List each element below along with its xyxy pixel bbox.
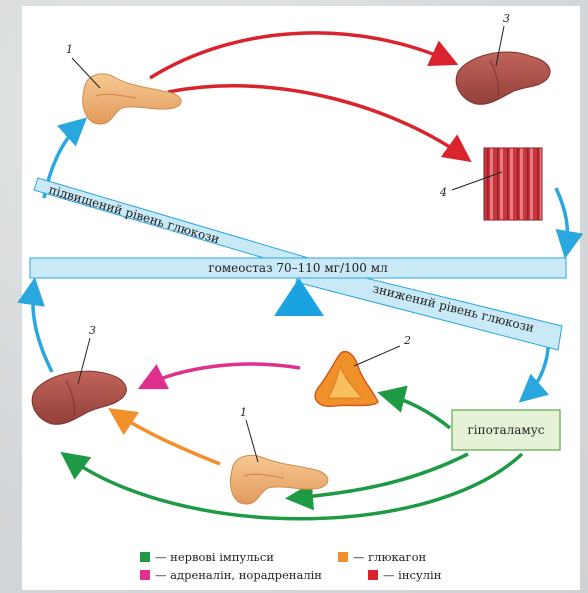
feedback-arrow-muscle-to-scale bbox=[556, 188, 568, 252]
legend-adrenaline: — адреналін, норадреналін bbox=[155, 568, 322, 582]
adrenaline-arrow-to-liver bbox=[144, 364, 300, 386]
adrenal-gland: 2 bbox=[315, 334, 411, 406]
muscle-number: 4 bbox=[439, 186, 447, 199]
hypothalamus-label: гіпоталамус bbox=[467, 423, 544, 437]
adrenal-number: 2 bbox=[403, 334, 411, 347]
legend-insulin: — інсулін bbox=[383, 568, 442, 582]
muscle-tissue: 4 bbox=[439, 148, 542, 220]
legend-nerve: — нервові імпульси bbox=[155, 550, 274, 564]
insulin-arrow-to-muscle bbox=[168, 86, 466, 158]
pancreas-bottom-number: 1 bbox=[240, 406, 247, 419]
insulin-arrow-to-liver bbox=[150, 33, 452, 78]
pancreas-bottom: 1 bbox=[231, 406, 328, 504]
hypothalamus-box: гіпоталамус bbox=[452, 410, 560, 450]
liver-top: 3 bbox=[456, 12, 550, 104]
legend-glucagon: — глюкагон bbox=[353, 550, 426, 564]
legend-swatch-glucagon bbox=[338, 552, 348, 562]
legend: — нервові імпульси — глюкагон — адреналі… bbox=[140, 550, 442, 582]
raised-glucose-label: підвищений рівень глюкози bbox=[47, 182, 221, 246]
legend-swatch-insulin bbox=[368, 570, 378, 580]
legend-swatch-adrenaline bbox=[140, 570, 150, 580]
homeostasis-bar: гомеостаз 70–110 мг/100 мл bbox=[30, 258, 566, 278]
glucagon-arrow-to-liver bbox=[114, 412, 220, 464]
liver-top-number: 3 bbox=[503, 12, 510, 25]
pancreas-top-number: 1 bbox=[66, 43, 73, 56]
liver-bottom-number: 3 bbox=[89, 324, 96, 337]
pancreas-top: 1 bbox=[66, 43, 181, 124]
liver-bottom: 3 bbox=[32, 324, 126, 424]
homeostasis-label: гомеостаз 70–110 мг/100 мл bbox=[208, 261, 388, 275]
feedback-arrow-liver-to-scale bbox=[33, 284, 52, 372]
nerve-arrow-to-adrenal bbox=[384, 394, 450, 428]
legend-swatch-nerve bbox=[140, 552, 150, 562]
